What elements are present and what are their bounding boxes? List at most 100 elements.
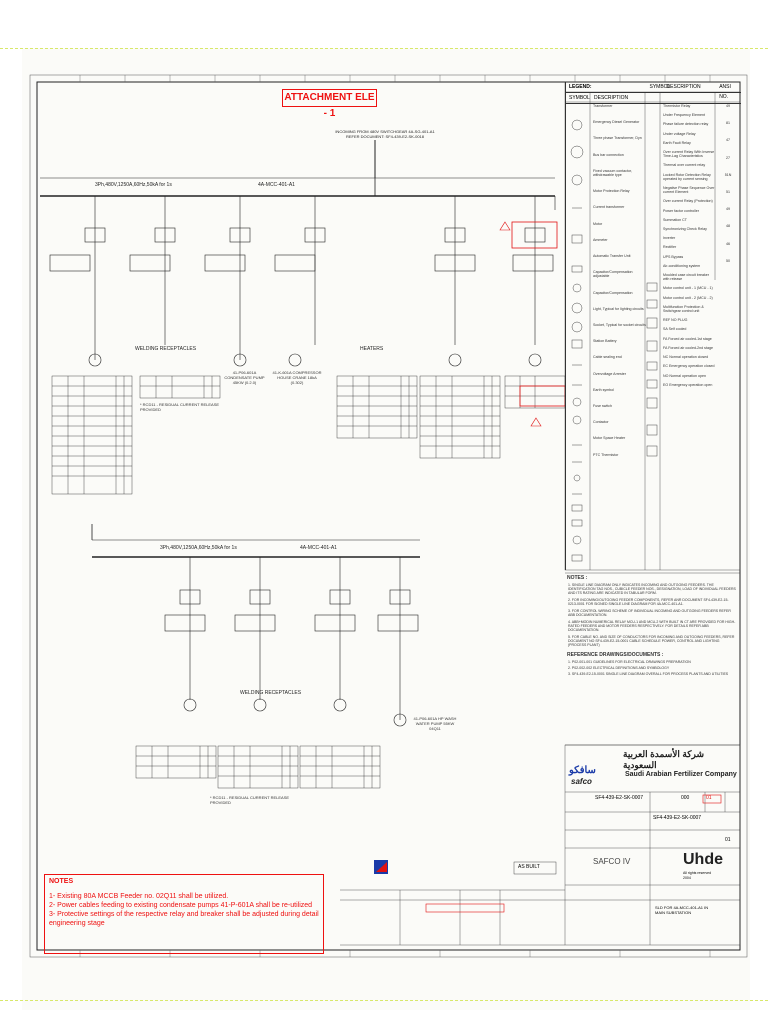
legend-item-right: Under Frequency Element — [663, 113, 705, 118]
plant-name: SAFCO IV — [593, 857, 631, 866]
legend-ansi-number: 81 — [726, 121, 730, 126]
legend-item-right: Phase failure detection relay — [663, 122, 709, 127]
note-item-1: 1- Existing 80A MCCB Feeder no. 02Q11 sh… — [49, 893, 229, 900]
legend-ansi-number: 27 — [726, 155, 730, 160]
title-block: شركة الأسمدة العربية السعودية سافكو safc… — [565, 745, 740, 945]
legend-ansi-number: 49 — [726, 207, 730, 212]
load-label-wash-water-pump: 41-P06-601A HP WASH WATER PUMP 55KW 04Q1… — [413, 716, 457, 731]
document-number: SF4-439-E2-SK-0007 — [595, 795, 644, 801]
scan-guide-top — [0, 48, 768, 49]
heaters-label: HEATERS — [360, 346, 384, 352]
legend-item-right: EO Emergency operation open — [663, 382, 713, 387]
reference-drawings-title: REFERENCE DRAWINGS/DOCUMENTS : — [567, 652, 664, 658]
legend-item-right: Locked Rotor Detection Relay operated by… — [663, 172, 711, 181]
busbar-tag-upper: 4A-MCC-401-A1 — [258, 182, 295, 188]
drawing-notes-list: 1. SINGLE LINE DIAGRAM ONLY INDICATES IN… — [565, 583, 740, 647]
legend-header-row: SYMBOL DESCRIPTION — [566, 93, 741, 104]
legend-col-description: DESCRIPTION — [594, 95, 629, 101]
legend-item-right: EC Emergency operation closed — [663, 364, 715, 369]
drawing-note: 5. FOR CABLE NO. AND SIZE OF CONDUCTORS … — [568, 635, 735, 647]
legend-col-ansi: ANSI NO. — [719, 84, 731, 100]
legend-item: Station Battery — [593, 339, 617, 344]
legend-item-right: NO Normal operation open — [663, 373, 706, 378]
as-built-stamp: AS BUILT — [518, 864, 540, 870]
drawing-sheet — [22, 48, 750, 1010]
legend-item-right: Rectifier — [663, 245, 677, 250]
busbar-rating-label-lower: 3Ph,480V,1250A,60Hz,50kA for 1s — [160, 545, 237, 551]
safco-logo-arabic: سافكو — [569, 765, 596, 776]
legend-item-right: Earth Fault Relay — [663, 140, 691, 145]
legend-item: Ammeter — [593, 237, 608, 242]
legend-ansi-number: 47 — [726, 138, 730, 143]
legend-item: Cable sealing end — [593, 355, 622, 360]
legend-ansi-number: 51 — [726, 190, 730, 195]
legend-item: Automatic Transfer Unit — [593, 254, 631, 259]
busbar-rating-label-upper: 3Ph,480V,1250A,60Hz,50kA for 1s — [95, 182, 172, 188]
legend-item: Capacitor/Compensation adjustable — [593, 270, 633, 279]
incoming-feeder-text: INCOMING FROM 480V SWITCHGEAR 4A-SG-401-… — [335, 129, 435, 139]
legend-item-right: FA Forced air cooled-2nd stage — [663, 345, 713, 350]
notes-box: NOTES 1- Existing 80A MCCB Feeder no. 02… — [44, 874, 324, 954]
contractor-logo: Uhde — [683, 851, 723, 868]
legend-item-right: Under voltage Relay — [663, 131, 696, 136]
legend-title: LEGEND: — [569, 84, 592, 90]
reference-item: 3. SF4-439-E2-15-0001 SINGLE LINE DIAGRA… — [568, 672, 729, 676]
legend-item: Fuse switch — [593, 404, 612, 409]
legend-item: Earth symbol — [593, 387, 614, 392]
legend-ansi-number: 51N — [724, 172, 732, 177]
legend-item-right: Inverter — [663, 236, 676, 241]
welding-receptacles-label-lower: WELDING RECEPTACLES — [240, 690, 302, 696]
legend-item-right: FA Forced air cooled-1st stage — [663, 336, 712, 341]
legend-item-right: Motor control unit - 1 (MCU - 1) — [663, 286, 713, 291]
legend-panel: LEGEND: SYMBOL DESCRIPTION ANSI NO. SYMB… — [565, 82, 741, 570]
legend-ansi-number: 48 — [726, 224, 730, 229]
drawing-note: 2. FOR INCOMING/OUTGOING FEEDER COMPONEN… — [568, 598, 729, 606]
legend-item-right: NC Normal operation closed — [663, 355, 709, 360]
notes-title: NOTES — [49, 878, 74, 885]
legend-item: Motor Space Heater — [593, 436, 626, 441]
revision-number: 01 — [706, 795, 712, 801]
welding-receptacles-label-upper: WELDING RECEPTACLES — [135, 346, 197, 352]
legend-item-right: Thermistor Relay — [663, 104, 691, 108]
legend-item: Bus bar connection — [593, 152, 624, 157]
legend-item-right: Multifunction Protection & Switchgear co… — [663, 304, 704, 314]
legend-item: Contactor — [593, 420, 609, 425]
sheet-number: 01 — [725, 837, 731, 843]
legend-item-right: SA Self cooled — [663, 327, 687, 332]
legend-item-right: Over current Relay (Protection) — [663, 199, 713, 204]
legend-item: Overvoltage Arrester — [593, 371, 626, 376]
note-item-2: 2- Power cables feeding to existing cond… — [49, 902, 313, 909]
drawing-designation: SLD FOR 4A-MCC-401-A1 IN MAIN SUBSTATION — [655, 905, 709, 915]
load-label-crane: 41-K-601A COMPRESSOR HOUSE CRANE 18kA (0… — [272, 370, 322, 385]
part-number: 000 — [681, 795, 690, 801]
rcd-note-lower: * RCD11 - RESIDUAL CURRENT RELEASE PROVI… — [210, 795, 290, 805]
legend-item: Socket, Typical for socket circuits — [593, 323, 646, 328]
rights-reserved: All rights reserved — [683, 871, 712, 875]
legend-item-right: UPS Bypass — [663, 254, 684, 259]
copyright-year: 2004 — [683, 876, 691, 880]
legend-col-symbol: SYMBOL — [569, 95, 590, 101]
attachment-title: ATTACHMENT ELE - 1 — [282, 89, 377, 119]
legend-item: Capacitor/Compensation — [593, 290, 633, 295]
legend-item: Current transformer — [593, 205, 625, 210]
legend-item-right: Negative Phase Sequence Over current Ele… — [663, 186, 715, 195]
load-label-condensate-pump: 41-P06-601A CONDENSATE PUMP 45KW (0.2.0) — [224, 370, 265, 385]
drawing-note: 1. SINGLE LINE DIAGRAM ONLY INDICATES IN… — [568, 583, 736, 595]
legend-item-right: Air-conditioning system — [663, 263, 701, 268]
legend-item-right: REF NO PLUG — [663, 318, 688, 323]
reference-item: 2. P02-002-002 ELECTRICAL DEFINITIONS AN… — [568, 666, 670, 670]
legend-item-right: Thermal over current relay — [663, 163, 706, 168]
legend-item-right: Over current Relay With Inverse Time-Lag… — [663, 150, 715, 159]
scan-guide-bottom — [0, 1000, 768, 1001]
legend-item: Three phase Transformer, Dyn — [593, 136, 642, 141]
reference-drawings-list: 1. P02-001-001 GUIDELINES FOR ELECTRICAL… — [565, 660, 740, 676]
legend-col-description-right: DESCRIPTION — [666, 84, 701, 90]
drawing-notes-title: NOTES : — [567, 575, 588, 581]
legend-item-right: Motor control unit - 2 (MCU - 2) — [663, 295, 713, 300]
legend-item-right: Power factor controller — [663, 208, 699, 213]
legend-ansi-number: 49 — [726, 104, 730, 108]
company-english-name: Saudi Arabian Fertilizer Company — [625, 771, 737, 778]
legend-item: PTC Thermistor — [593, 452, 619, 457]
